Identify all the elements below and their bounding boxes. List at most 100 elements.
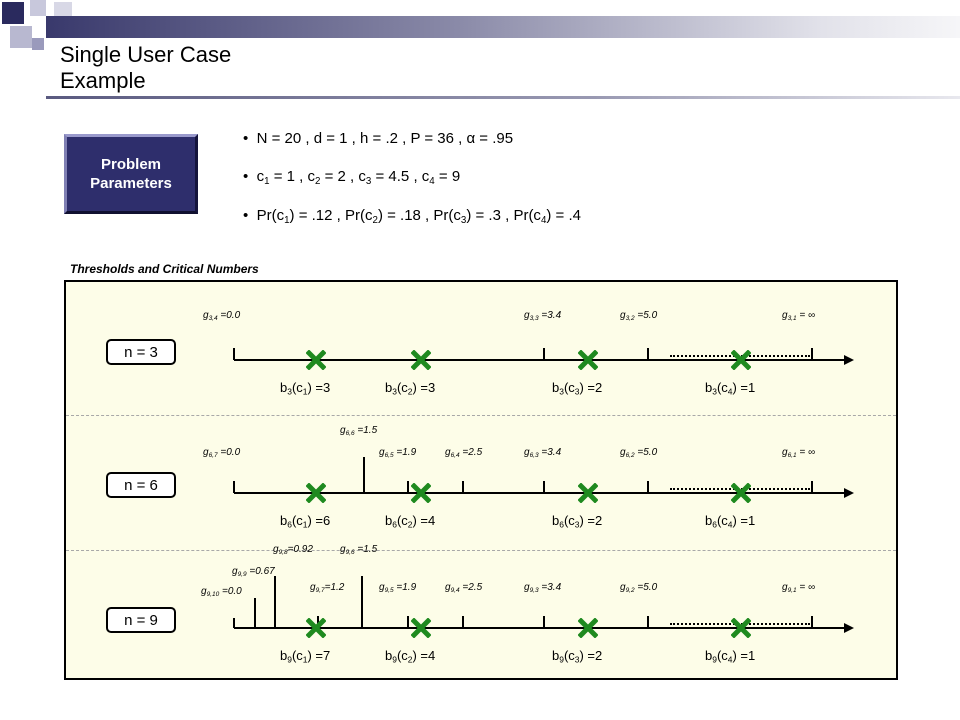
threshold-tick [647,481,649,493]
timeline-axis [234,627,846,629]
threshold-label: g9,5 =1.9 [379,582,417,594]
param-line-2: c1 = 1 , c2 = 2 , c3 = 4.5 , c4 = 9 [256,168,461,187]
threshold-label: g3,2 =5.0 [620,310,658,322]
critical-number-label: b6(c4) =1 [705,513,756,530]
param-term: c1 = 1 , [256,168,308,187]
threshold-label: g9,8=0.92 [273,544,313,556]
cost-marker-icon [578,350,598,370]
critical-number-label: b6(c2) =4 [385,513,436,530]
bullet-dot: • [243,130,249,147]
corner-square-mid [32,38,44,50]
axis-arrow [844,623,854,633]
cost-marker-icon [306,350,326,370]
header-gradient-bar [46,16,960,38]
corner-square-mid [54,2,72,16]
threshold-label: g6,7 =0.0 [203,447,241,459]
thresholds-diagram: n = 3 g3,4 =0.0 g3,3 =3.4 g3,2 =5.0 g3,1 = ∞… [64,280,898,680]
threshold-label: g6,5 =1.9 [379,447,417,459]
cost-marker-icon [731,618,751,638]
param-term: Pr(c2) = .18 , [345,207,434,226]
param-box-label: Parameters [90,175,172,192]
threshold-label: g3,1 = ∞ [782,310,816,322]
critical-number-label: b3(c2) =3 [385,380,436,397]
title-line: Single User Case [60,42,232,67]
cost-marker-icon [306,618,326,638]
threshold-label: g9,4 =2.5 [445,582,483,594]
n-label-box: n = 3 [106,339,176,365]
corner-square-light [30,0,46,16]
threshold-tick [811,481,813,493]
cost-marker-icon [411,483,431,503]
param-term: Pr(c4) = .4 [513,207,581,226]
threshold-tick [233,618,235,628]
threshold-tick [543,348,545,360]
cost-marker-icon [578,618,598,638]
param-bullet: • Pr(c1) = .12 , Pr(c2) = .18 , Pr(c3) =… [243,207,581,225]
corner-square-navy [2,2,24,24]
threshold-tick [407,616,409,628]
cost-marker-icon [731,350,751,370]
threshold-label: g3,3 =3.4 [524,310,562,322]
cost-marker-icon [411,618,431,638]
critical-number-label: b3(c3) =2 [552,380,603,397]
critical-number-label: b9(c4) =1 [705,648,756,665]
threshold-tick [811,348,813,360]
title-line: Example [60,68,146,93]
n-label-box: n = 6 [106,472,176,498]
cost-marker-icon [411,350,431,370]
problem-parameters-box: Problem Parameters [64,134,198,214]
param-term: c2 = 2 , [307,168,359,187]
threshold-tick [647,616,649,628]
timeline-axis [234,359,846,361]
corner-square-light [10,26,32,48]
timeline-axis [234,492,846,494]
axis-arrow [844,488,854,498]
threshold-label: g6,1 = ∞ [782,447,816,459]
threshold-label: g6,6 =1.5 [340,425,378,437]
n-label-box: n = 9 [106,607,176,633]
threshold-tick [462,616,464,628]
threshold-tick [543,616,545,628]
param-term: Pr(c3) = .3 , [433,207,514,226]
threshold-label: g3,4 =0.0 [203,310,241,322]
threshold-tick [543,481,545,493]
param-bullet: • N = 20 , d = 1 , h = .2 , P = 36 , α =… [243,130,513,148]
threshold-label: g9,10 =0.0 [201,586,242,598]
critical-number-label: b3(c4) =1 [705,380,756,397]
threshold-label: g9,7=1.2 [310,582,345,594]
bullet-dot: • [243,168,249,185]
diagram-caption: Thresholds and Critical Numbers [70,262,259,276]
row-separator [66,550,896,551]
threshold-tick [407,481,409,493]
critical-number-label: b6(c1) =6 [280,513,331,530]
threshold-tick [647,348,649,360]
title-underline [46,96,960,99]
threshold-label: g6,4 =2.5 [445,447,483,459]
threshold-tick [233,481,235,493]
param-bullet: • c1 = 1 , c2 = 2 , c3 = 4.5 , c4 = 9 [243,168,460,186]
critical-number-label: b9(c1) =7 [280,648,331,665]
threshold-tick [317,616,319,628]
threshold-tick [363,457,365,493]
threshold-tick [254,598,256,628]
bullet-dot: • [243,207,249,224]
critical-number-label: b3(c1) =3 [280,380,331,397]
param-line-1: N = 20 , d = 1 , h = .2 , P = 36 , α = .… [256,130,514,147]
param-term: Pr(c1) = .12 , [256,207,345,226]
threshold-label: g9,9 =0.67 [232,566,275,578]
cost-marker-icon [306,483,326,503]
cost-marker-icon [578,483,598,503]
slide-title: Single User Case Example [60,42,231,94]
threshold-label: g6,2 =5.0 [620,447,658,459]
row-separator [66,415,896,416]
param-term: c3 = 4.5 , [358,168,422,187]
critical-number-label: b6(c3) =2 [552,513,603,530]
threshold-tick [462,481,464,493]
threshold-label: g9,2 =5.0 [620,582,658,594]
threshold-tick [233,348,235,360]
param-box-label: Problem [100,156,161,173]
param-line-3: Pr(c1) = .12 , Pr(c2) = .18 , Pr(c3) = .… [256,207,581,226]
threshold-tick [361,576,363,628]
threshold-tick [274,576,276,628]
critical-number-label: b9(c3) =2 [552,648,603,665]
